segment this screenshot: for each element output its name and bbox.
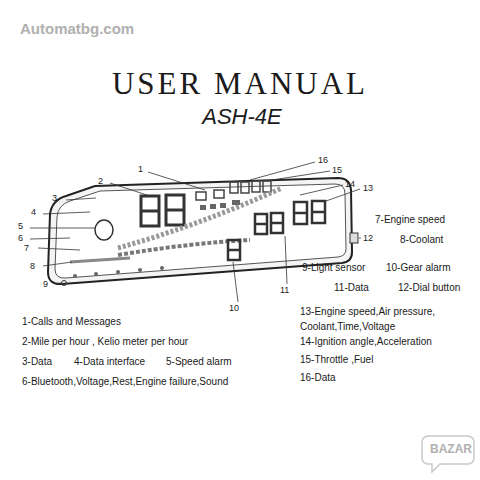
- part-description: 11-Data: [334, 282, 369, 294]
- callout-number: 7: [24, 243, 29, 253]
- leader-lines: [30, 162, 361, 302]
- callout-number: 13: [363, 183, 373, 193]
- callout-number: 1: [138, 164, 143, 174]
- callout-number: 9: [43, 279, 48, 289]
- part-description: 8-Coolant: [400, 234, 443, 246]
- callout-number: 10: [229, 303, 239, 313]
- callout-number: 6: [18, 233, 23, 243]
- part-description: 10-Gear alarm: [386, 262, 450, 274]
- callout-number: 15: [332, 165, 342, 175]
- callout-number: 14: [345, 179, 355, 189]
- light-sensor: [62, 281, 67, 286]
- part-description: 6-Bluetooth,Voltage,Rest,Engine failure,…: [22, 376, 228, 388]
- part-description: 15-Throttle ,Fuel: [300, 354, 373, 366]
- callout-number: 8: [30, 261, 35, 271]
- model-name: ASH-4E: [2, 104, 480, 129]
- part-description: 1-Calls and Messages: [22, 316, 121, 328]
- callout-number: 5: [18, 221, 23, 231]
- status-icons: [73, 200, 240, 278]
- callout-number: 12: [363, 233, 373, 243]
- dial-button: [350, 233, 358, 243]
- part-description: 7-Engine speed: [375, 214, 445, 226]
- watermark: BAZAR: [430, 443, 472, 457]
- part-description: 13-Engine speed,Air pressure, Coolant,Ti…: [300, 304, 450, 334]
- rpm-arc: [70, 188, 282, 262]
- watermark-bubble: [422, 436, 474, 472]
- part-description: 3-Data: [22, 356, 52, 368]
- part-description: 9-Light sensor: [302, 262, 365, 274]
- part-description: 2-Mile per hour , Kelio meter per hour: [22, 336, 188, 348]
- data-digits: [228, 201, 325, 260]
- callout-number: 4: [31, 207, 36, 217]
- callout-number: 3: [52, 193, 57, 203]
- manual-title: USER MANUAL: [0, 66, 480, 102]
- speed-digits: [141, 195, 184, 226]
- part-description: 14-Ignition angle,Acceleration: [300, 336, 432, 348]
- callout-number: 2: [98, 176, 103, 186]
- part-description: 16-Data: [300, 372, 336, 384]
- part-description: 5-Speed alarm: [166, 356, 232, 368]
- hud-button: [95, 220, 113, 240]
- callout-number: 16: [318, 155, 328, 165]
- part-description: 12-Dial button: [398, 282, 460, 294]
- callout-number: 11: [280, 285, 289, 295]
- watermark: Automatbg.com: [20, 20, 134, 37]
- part-description: 4-Data interface: [74, 356, 145, 368]
